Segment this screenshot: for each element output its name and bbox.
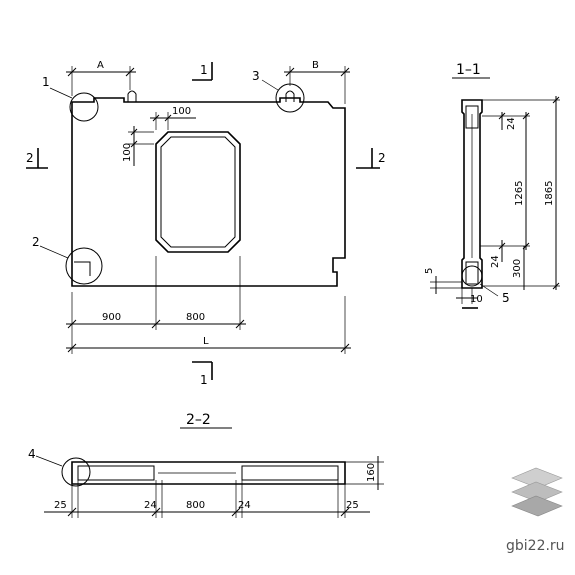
callout-circle-2 xyxy=(65,247,103,285)
dim-1865: 1865 xyxy=(544,181,555,206)
callout-label-5: 5 xyxy=(502,291,510,305)
dim-b: B xyxy=(312,60,319,71)
dim-24-right: 24 xyxy=(238,500,251,511)
cut-2-right-label: 2 xyxy=(378,151,386,165)
dim-100-top: 100 xyxy=(172,106,191,117)
cut-2-left-label: 2 xyxy=(26,151,34,165)
dim-100-side: 100 xyxy=(122,143,133,162)
plan-view: 1 3 2 A B 100 100 xyxy=(26,60,386,387)
watermark-site: gbi22.ru xyxy=(506,538,565,554)
dim-160: 160 xyxy=(366,463,377,482)
dim-800-section: 800 xyxy=(186,500,205,511)
dim-25-right: 25 xyxy=(346,500,359,511)
dim-5: 5 xyxy=(424,268,435,274)
lifting-loop-left xyxy=(127,90,137,102)
callout-label-2: 2 xyxy=(32,235,40,249)
watermark-logo: gbi22.ru xyxy=(506,467,565,554)
window-opening-inner xyxy=(160,136,236,248)
dim-800-plan: 800 xyxy=(186,312,205,323)
section-2-2: 2–2 4 160 25 24 800 24 25 xyxy=(28,412,384,518)
dim-a: A xyxy=(97,60,104,71)
dim-25-left: 25 xyxy=(54,500,67,511)
cut-1-top-label: 1 xyxy=(200,63,208,77)
section-1-1-body xyxy=(461,99,483,289)
section-1-1-title: 1–1 xyxy=(456,62,481,78)
dim-300: 300 xyxy=(512,259,523,278)
callout-label-1: 1 xyxy=(42,75,50,89)
lifting-loop-right xyxy=(285,90,295,102)
section-1-1: 1–1 5 24 1265 1865 24 300 xyxy=(424,62,560,309)
dim-1265: 1265 xyxy=(514,181,525,206)
dim-24-left: 24 xyxy=(144,500,157,511)
dim-l: L xyxy=(203,336,209,347)
dim-24-top: 24 xyxy=(506,117,517,130)
slab-outline xyxy=(71,97,346,287)
callout-circle-5 xyxy=(461,265,483,287)
callout-label-4: 4 xyxy=(28,447,36,461)
section-2-2-title: 2–2 xyxy=(186,412,211,428)
callout-label-3: 3 xyxy=(252,69,260,83)
logo-layer-bottom xyxy=(511,495,563,517)
cut-1-bottom-label: 1 xyxy=(200,373,208,387)
callout-circle-4 xyxy=(61,457,91,487)
dim-10: 10 xyxy=(470,294,483,305)
callout-circle-1 xyxy=(69,92,99,122)
window-opening-outer xyxy=(155,131,241,253)
dim-24-bottom: 24 xyxy=(490,255,501,268)
dim-900: 900 xyxy=(102,312,121,323)
